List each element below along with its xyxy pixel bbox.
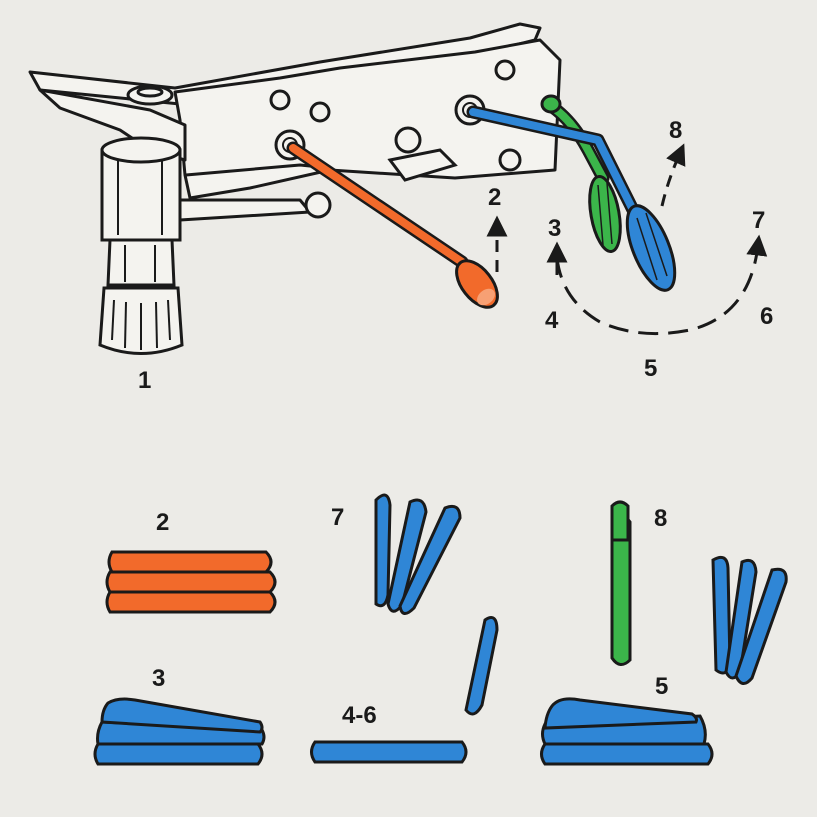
knob-view-5 (540, 697, 714, 766)
lower-label-2: 2 (156, 509, 169, 536)
column-barrel (98, 136, 184, 355)
knob-view-2 (105, 550, 277, 614)
lower-label-5: 5 (655, 673, 668, 700)
orange-lever (286, 141, 499, 309)
knob-view-8-blue (711, 555, 788, 685)
label-8: 8 (669, 117, 682, 144)
lower-label-8: 8 (654, 505, 667, 532)
label-5: 5 (644, 355, 657, 382)
label-4: 4 (545, 307, 559, 334)
label-3: 3 (548, 215, 561, 242)
label-6: 6 (760, 303, 773, 330)
lower-label-3: 3 (152, 665, 165, 692)
blue-lever (466, 105, 677, 292)
label-7: 7 (752, 207, 765, 234)
movement-arrows (486, 143, 768, 336)
green-lever (540, 94, 622, 254)
label-2: 2 (488, 184, 501, 211)
label-1: 1 (138, 367, 151, 394)
knob-view-8 (610, 500, 632, 666)
lower-label-4-6: 4-6 (342, 702, 377, 729)
knob-view-4-6 (310, 616, 499, 764)
knob-view-7 (374, 493, 462, 615)
knob-view-3 (93, 697, 266, 766)
housing-holes (269, 59, 522, 219)
lower-label-7: 7 (331, 504, 344, 531)
